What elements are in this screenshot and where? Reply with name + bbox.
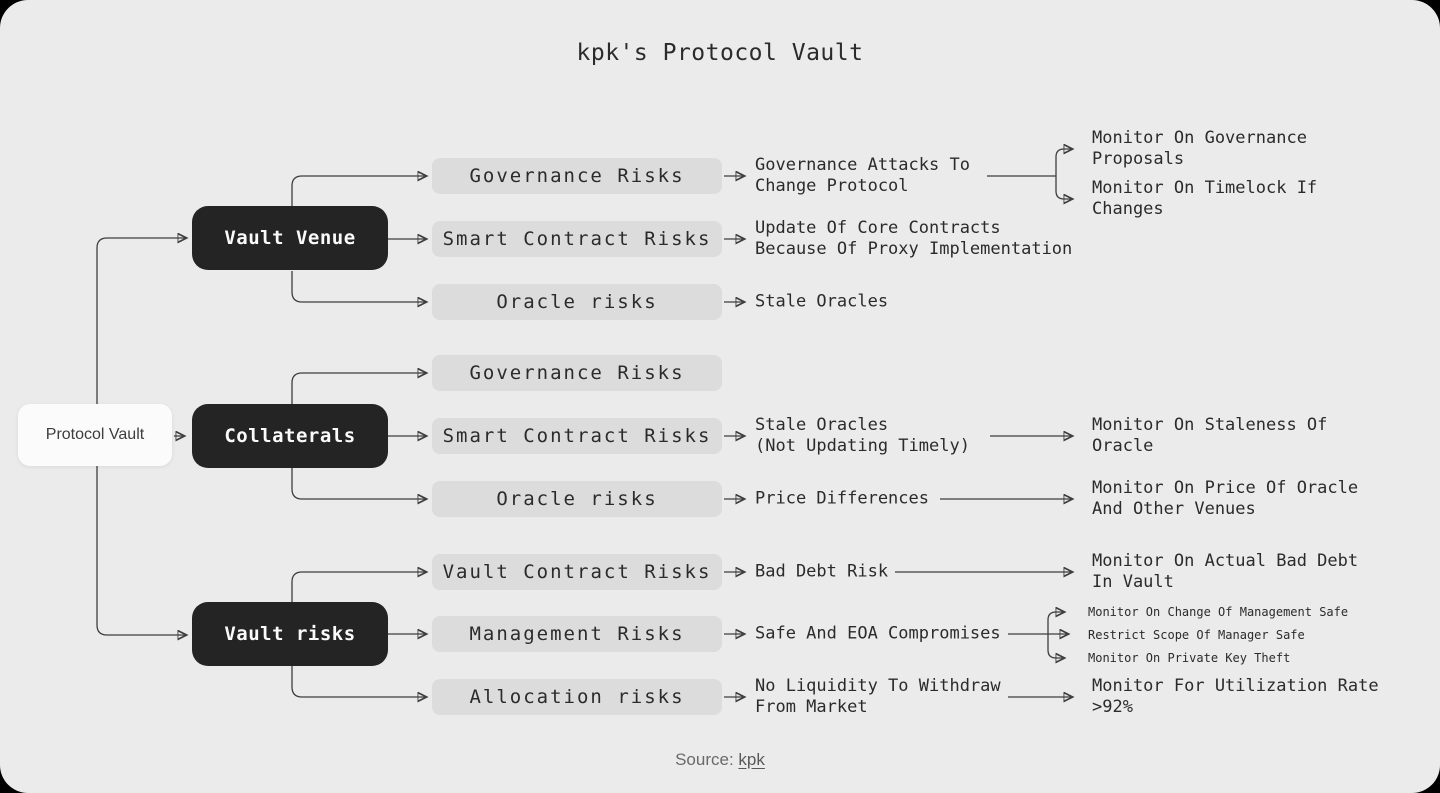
consequence-price-differences: Price Differences	[755, 488, 929, 509]
risk-box-label: Smart Contract Risks	[442, 425, 712, 447]
risk-box-col-oracle: Oracle risks	[432, 481, 722, 517]
consequence-safe-eoa-compromises: Safe And EOA Compromises	[755, 623, 1001, 644]
risk-box-label: Governance Risks	[469, 165, 685, 187]
monitor-change-of-management-safe: Monitor On Change Of Management Safe	[1088, 605, 1349, 619]
page-title: kpk's Protocol Vault	[576, 40, 864, 66]
node-collaterals-label: Collaterals	[224, 425, 356, 447]
node-vault-venue: Vault Venue	[192, 206, 388, 270]
risk-box-label: Management Risks	[469, 623, 685, 645]
monitor-restrict-scope-manager-safe: Restrict Scope Of Manager Safe	[1088, 628, 1305, 642]
connector-lines	[96, 149, 1072, 697]
risk-box-vv-governance: Governance Risks	[432, 158, 722, 194]
monitor-private-key-theft: Monitor On Private Key Theft	[1088, 651, 1291, 665]
risk-box-label: Oracle risks	[496, 291, 658, 313]
node-protocol-vault-label: Protocol Vault	[45, 426, 145, 443]
consequence-stale-oracles: Stale Oracles	[755, 291, 889, 312]
monitor-price-of-oracle: Monitor On Price Of Oracle And Other Ven…	[1092, 478, 1359, 519]
consequence-no-liquidity: No Liquidity To Withdraw From Market	[755, 676, 1001, 717]
node-vault-risks-label: Vault risks	[224, 623, 356, 645]
node-protocol-vault: Protocol Vault	[18, 404, 172, 466]
consequence-update-core-contracts: Update Of Core Contracts Because Of Prox…	[755, 218, 1073, 259]
risk-box-vv-smart-contract: Smart Contract Risks	[432, 221, 722, 257]
consequence-governance-attacks: Governance Attacks To Change Protocol	[755, 155, 970, 196]
risk-box-vr-vault-contract: Vault Contract Risks	[432, 554, 722, 590]
node-vault-risks: Vault risks	[192, 602, 388, 666]
risk-box-label: Allocation risks	[469, 686, 685, 708]
risk-box-label: Governance Risks	[469, 362, 685, 384]
monitor-governance-proposals: Monitor On Governance Proposals	[1092, 128, 1307, 169]
risk-box-label: Smart Contract Risks	[442, 228, 712, 250]
monitor-timelock-changes: Monitor On Timelock If Changes	[1092, 178, 1318, 219]
node-vault-venue-label: Vault Venue	[224, 227, 356, 249]
risk-box-label: Vault Contract Risks	[442, 561, 712, 583]
risk-box-vr-allocation: Allocation risks	[432, 679, 722, 715]
consequence-bad-debt-risk: Bad Debt Risk	[755, 561, 889, 582]
source-line: Source: kpk	[0, 750, 1440, 770]
risk-box-vr-management: Management Risks	[432, 616, 722, 652]
source-link[interactable]: kpk	[738, 750, 765, 769]
risk-box-vv-oracle: Oracle risks	[432, 284, 722, 320]
risk-box-col-governance: Governance Risks	[432, 355, 722, 391]
node-collaterals: Collaterals	[192, 404, 388, 468]
risk-box-col-smart-contract: Smart Contract Risks	[432, 418, 722, 454]
risk-box-label: Oracle risks	[496, 488, 658, 510]
monitor-staleness-of-oracle: Monitor On Staleness Of Oracle	[1092, 415, 1328, 456]
monitor-utilization-rate: Monitor For Utilization Rate >92%	[1092, 676, 1379, 717]
consequence-stale-oracles-not-updating: Stale Oracles (Not Updating Timely)	[755, 415, 970, 456]
source-label: Source:	[675, 750, 734, 769]
monitor-actual-bad-debt: Monitor On Actual Bad Debt In Vault	[1092, 551, 1359, 592]
